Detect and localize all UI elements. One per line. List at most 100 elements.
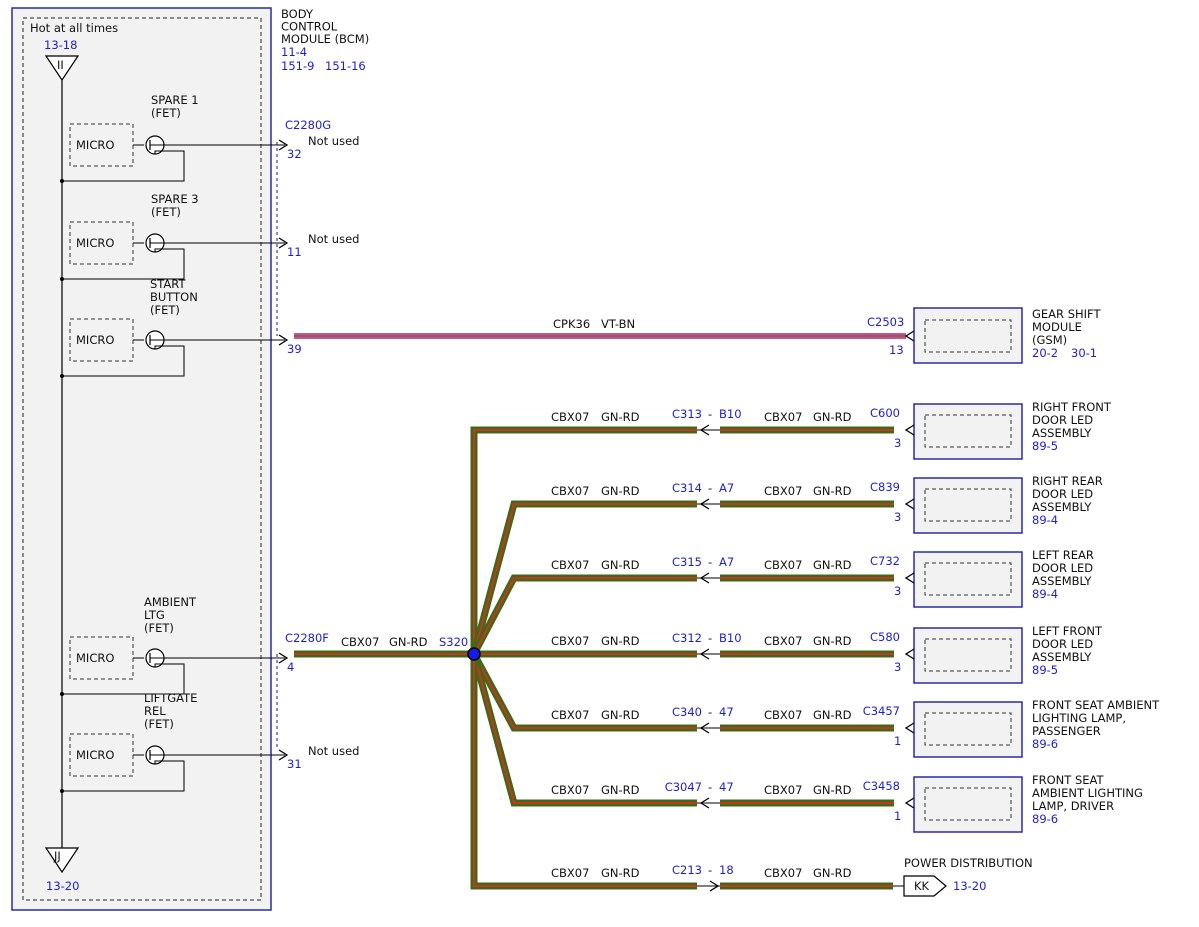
branch-circuit-label-right: CBX07 bbox=[764, 558, 802, 572]
device-connector-label: C600 bbox=[870, 406, 900, 420]
branch-circuit-label-left: CBX07 bbox=[551, 783, 589, 797]
text-layer: Hot at all times13-18IIJJ13-20BODYCONTRO… bbox=[30, 7, 1160, 893]
device-title-line: ASSEMBLY bbox=[1032, 426, 1092, 440]
c2503-connector-label: C2503 bbox=[867, 315, 904, 329]
device-inner-dashed bbox=[924, 488, 1012, 522]
branch-circuit-label-left: CBX07 bbox=[551, 558, 589, 572]
connector-label: C2280G bbox=[285, 118, 331, 132]
device-connector-label: C3458 bbox=[863, 779, 900, 793]
device-module-box bbox=[913, 701, 1023, 758]
device-pin-arrow bbox=[904, 797, 915, 809]
inline-separator: - bbox=[708, 407, 712, 421]
connector-label: C2280F bbox=[285, 631, 329, 645]
ground-output-triangle bbox=[44, 847, 80, 874]
gsm-title-line: (GSM) bbox=[1032, 333, 1067, 347]
power-input-symbol: II bbox=[57, 58, 64, 72]
device-page-ref: 89-5 bbox=[1032, 439, 1058, 453]
channel-label-line: (FET) bbox=[150, 303, 180, 317]
device-title-line: ASSEMBLY bbox=[1032, 650, 1092, 664]
branch-color-label-left: GN-RD bbox=[601, 484, 640, 498]
device-module-box bbox=[913, 551, 1023, 608]
device-title-line: AMBIENT LIGHTING bbox=[1032, 786, 1143, 800]
s320-splice-label: S320 bbox=[439, 635, 468, 649]
inline-connector-pin: B10 bbox=[719, 407, 742, 421]
channel-label-line: LIFTGATE bbox=[144, 691, 197, 705]
branch-circuit-label-right: CBX07 bbox=[764, 783, 802, 797]
channel-label-line: (FET) bbox=[151, 106, 181, 120]
inline-connector-arrow bbox=[699, 648, 710, 660]
device-title-line: LEFT FRONT bbox=[1032, 624, 1103, 638]
not-used-label: Not used bbox=[308, 134, 359, 148]
hot-at-all-times-label: Hot at all times bbox=[30, 21, 118, 35]
device-page-ref: 89-4 bbox=[1032, 513, 1058, 527]
device-inner-dashed bbox=[924, 562, 1012, 596]
inline-connector-arrow bbox=[699, 797, 710, 809]
main-color-label: GN-RD bbox=[389, 635, 428, 649]
branch-circuit-label-left: CBX07 bbox=[551, 484, 589, 498]
branch-circuit-label-left: CBX07 bbox=[551, 634, 589, 648]
branch-color-label-right: GN-RD bbox=[813, 410, 852, 424]
bottom-ref-13-20: 13-20 bbox=[46, 879, 79, 893]
pin-number: 32 bbox=[287, 147, 302, 161]
branch-color-label-right: GN-RD bbox=[813, 783, 852, 797]
branch-circuit-label-right: CBX07 bbox=[764, 484, 802, 498]
branch-wire-left-stripe bbox=[473, 503, 697, 655]
device-connector-label: C3457 bbox=[863, 704, 900, 718]
device-pin: 1 bbox=[894, 734, 901, 748]
device-title-line: LEFT REAR bbox=[1032, 548, 1094, 562]
gsm-title-line: MODULE bbox=[1032, 320, 1082, 334]
inline-connector-arrow bbox=[699, 424, 710, 436]
pin-arrow bbox=[278, 139, 289, 151]
ground-output-symbol: JJ bbox=[53, 849, 61, 863]
inline-connector-id: C3047 bbox=[665, 780, 702, 794]
branch-circuit-label-right: CBX07 bbox=[764, 866, 802, 880]
device-title-line: ASSEMBLY bbox=[1032, 574, 1092, 588]
pin-number: 11 bbox=[287, 245, 302, 259]
branch-color-label-left: GN-RD bbox=[601, 783, 640, 797]
inline-connector-pin: B10 bbox=[719, 631, 742, 645]
device-title-line: LIGHTING LAMP, bbox=[1032, 711, 1126, 725]
s320-splice-dot bbox=[467, 647, 481, 661]
branch-color-label-left: GN-RD bbox=[601, 634, 640, 648]
inline-connector-id: C314 bbox=[672, 481, 702, 495]
top-ref-13-18: 13-18 bbox=[44, 38, 77, 52]
device-title-line: RIGHT REAR bbox=[1032, 474, 1103, 488]
inline-separator: - bbox=[708, 705, 712, 719]
fet-return-loop bbox=[62, 760, 185, 792]
bcm-title-line: MODULE (BCM) bbox=[281, 32, 369, 46]
branch-color-label-left: GN-RD bbox=[601, 410, 640, 424]
power-input-triangle bbox=[44, 55, 80, 82]
micro-label: MICRO bbox=[76, 236, 114, 250]
device-pin: 1 bbox=[894, 809, 901, 823]
cpk36-circuit-label: CPK36 bbox=[553, 317, 590, 331]
channel-label-line: SPARE 3 bbox=[151, 192, 199, 206]
device-title-line: PASSENGER bbox=[1032, 724, 1101, 738]
bcm-ref-151-16: 151-16 bbox=[325, 59, 366, 73]
inline-connector-pin: 47 bbox=[719, 780, 734, 794]
branch-circuit-label-right: CBX07 bbox=[764, 410, 802, 424]
inline-separator: - bbox=[708, 863, 712, 877]
device-pin: 3 bbox=[894, 436, 901, 450]
device-title-line: DOOR LED bbox=[1032, 561, 1093, 575]
pin-number: 39 bbox=[287, 342, 302, 356]
device-connector-label: C732 bbox=[870, 554, 900, 568]
device-pin: 3 bbox=[894, 584, 901, 598]
device-inner-dashed bbox=[924, 787, 1012, 821]
branch-color-label-left: GN-RD bbox=[601, 866, 640, 880]
device-pin-arrow bbox=[904, 722, 915, 734]
bcm-hot-region bbox=[22, 17, 262, 901]
device-title-line: FRONT SEAT bbox=[1032, 773, 1104, 787]
cpk36-color-label: VT-BN bbox=[601, 317, 635, 331]
micro-label: MICRO bbox=[76, 651, 114, 665]
bcm-module-box bbox=[11, 7, 272, 911]
pin-number: 4 bbox=[287, 660, 294, 674]
device-inner-dashed bbox=[924, 712, 1012, 746]
inline-connector-arrow bbox=[699, 572, 710, 584]
branch-color-label-right: GN-RD bbox=[813, 484, 852, 498]
device-title-line: DOOR LED bbox=[1032, 487, 1093, 501]
channel-label-line: (FET) bbox=[144, 717, 174, 731]
bcm-ref-151-9: 151-9 bbox=[281, 59, 314, 73]
channel-label-line: LTG bbox=[144, 608, 165, 622]
inline-connector-pin: A7 bbox=[719, 555, 734, 569]
device-page-ref: 89-4 bbox=[1032, 587, 1058, 601]
